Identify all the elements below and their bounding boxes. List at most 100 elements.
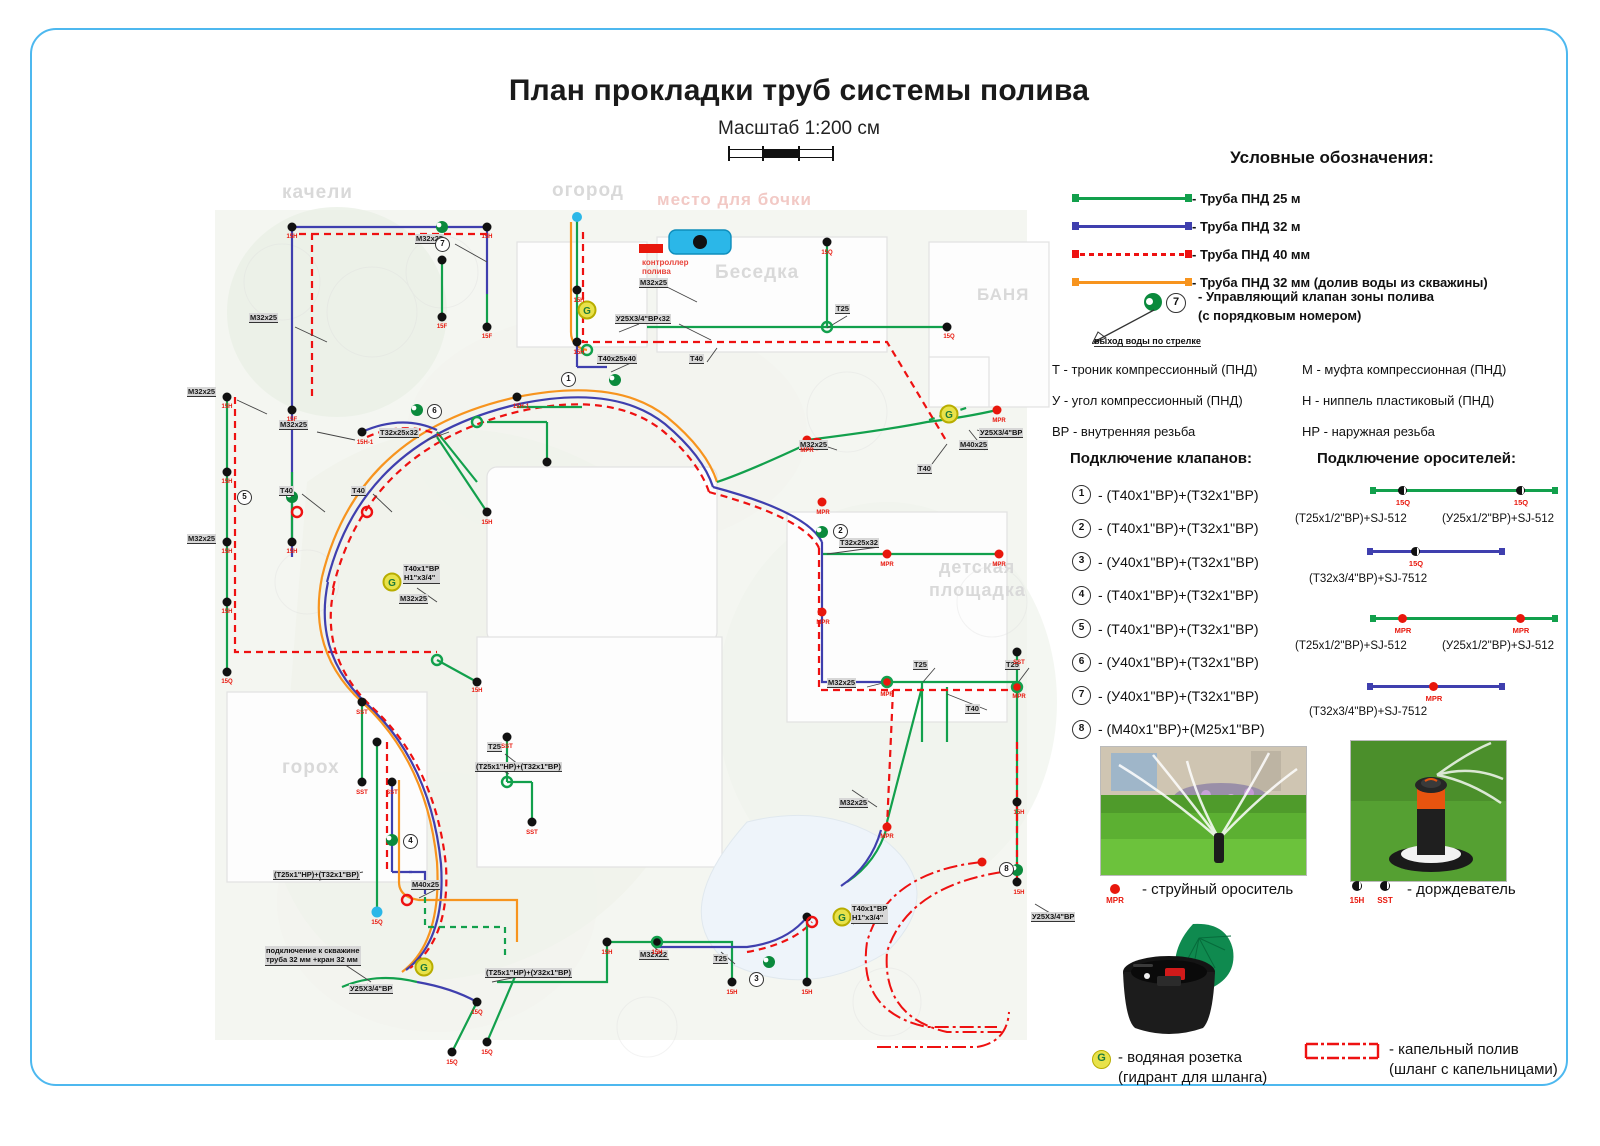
valve-row-text: - (У40х1"ВР)+(Т32х1"ВР): [1098, 654, 1259, 671]
pipe-tag: М32х25: [827, 678, 857, 688]
head-label: SST: [386, 790, 398, 796]
valve-number-3[interactable]: 3: [749, 972, 764, 987]
sst-marker-icon: [1380, 881, 1390, 891]
sprinkler-marker-label: MPR: [1512, 626, 1530, 635]
pipe-tag: Т40: [689, 354, 704, 364]
valve-row-number: 7: [1072, 686, 1091, 706]
legend-label: - Труба ПНД 25 м: [1192, 190, 1301, 206]
head-label: 15F: [436, 324, 448, 330]
valve-row-text: - (Т40х1"ВР)+(Т32х1"ВР): [1098, 620, 1259, 637]
abbr-m: М - муфта компрессионная (ПНД): [1302, 362, 1507, 377]
sprinkler-note: (Т32х3/4"ВР)+SJ-7512: [1309, 573, 1428, 585]
sprinkler-diagram-blue-15q: 15Q: [1367, 543, 1505, 568]
head-label: 15H: [221, 609, 233, 615]
sprinkler-marker-label: MPR: [1425, 694, 1443, 703]
head-label: 15Q: [821, 250, 833, 256]
valve-connection-row: 6- (У40х1"ВР)+(Т32х1"ВР): [1072, 646, 1312, 680]
sprinkler-marker-label: MPR: [1394, 626, 1412, 635]
pipe-tag: Т25: [1005, 660, 1020, 670]
plot-label: площадка: [929, 580, 1026, 600]
head-label: 15Q: [943, 334, 955, 340]
plot-label: БАНЯ: [977, 285, 1030, 304]
photo-valve-box: [1107, 920, 1267, 1045]
drip-caption: - капельный полив (шланг с капельницами): [1389, 1040, 1558, 1079]
head-label: MPR: [880, 692, 894, 698]
head-label: 15Q: [446, 1060, 458, 1066]
fitting-note: У25Х3/4"ВР: [979, 428, 1024, 439]
abbr-row: Т - троник компрессионный (ПНД) М - муфт…: [1052, 362, 1592, 377]
pipe-tag: М40х25: [959, 440, 989, 450]
fitting-note: (Т25х1"НР)+(Т32х1"ВР): [273, 870, 360, 881]
abbr-vr: ВР - внутренняя резьба: [1052, 424, 1196, 439]
head-label: MPR: [816, 510, 830, 516]
pipe-tag: М32х25: [249, 313, 279, 323]
legend-swatch-blue: [1072, 220, 1192, 232]
sprinkler-marker-label: 15Q: [1395, 498, 1411, 507]
plot-label: качели: [282, 182, 353, 203]
head-label: 15Q: [371, 920, 383, 926]
hydrant-icon: G: [1092, 1050, 1111, 1069]
sprinkler-note: (Т25х1/2"ВР)+SJ-512: [1295, 640, 1407, 652]
mpr-marker-icon: [1110, 884, 1120, 894]
pipe-tag: Т40: [351, 486, 366, 496]
sprinkler-diagram-green-mpr: MPR MPR: [1370, 610, 1558, 635]
head-label: 15H: [221, 549, 233, 555]
head-label: 15H: [601, 950, 613, 956]
sprinkler-marker-label: 15Q: [1408, 559, 1424, 568]
legend-row-pipe32-well: - Труба ПНД 32 мм (долив воды из скважин…: [1072, 268, 1592, 296]
head-label: SST: [501, 744, 513, 750]
drip-caption-line1: - капельный полив: [1389, 1041, 1519, 1058]
head-label: 15H: [481, 234, 493, 240]
legend-valve-line1: - Управляющий клапан зоны полива: [1198, 289, 1434, 304]
head-label: SST: [526, 830, 538, 836]
valve-row-text: - (М40х1"ВР)+(М25х1"ВР): [1098, 721, 1265, 738]
fitting-note: У25Х3/4"ВР: [349, 984, 394, 995]
valve-number-4[interactable]: 4: [403, 834, 418, 849]
sprinkler-marker-label: 15Q: [1513, 498, 1529, 507]
legend-swatch-red-dashed: [1072, 248, 1192, 260]
valve-row-number: 4: [1072, 585, 1091, 605]
head-label: 15F: [481, 334, 493, 340]
abbr-n: Н - ниппель пластиковый (ПНД): [1302, 393, 1495, 408]
valve-connection-row: 8- (М40х1"ВР)+(М25х1"ВР): [1072, 713, 1312, 747]
head-label: 15Q: [481, 1050, 493, 1056]
valve-number-6[interactable]: 6: [427, 404, 442, 419]
water-direction-arrow-icon: [1092, 309, 1155, 344]
pipe-tag: М32х25: [839, 798, 869, 808]
pipe-tag: М32х25: [415, 234, 445, 244]
pipe-tag: Т40: [917, 464, 932, 474]
head-label: 15H: [651, 950, 663, 956]
valve-number-5[interactable]: 5: [237, 490, 252, 505]
valve-number-8[interactable]: 8: [999, 862, 1014, 877]
valve-row-text: - (Т40х1"ВР)+(Т32х1"ВР): [1098, 587, 1259, 604]
sprinkler-diagram-blue-mpr: MPR: [1367, 678, 1505, 703]
head-label: SST: [1013, 660, 1025, 666]
head-label: 15H: [573, 350, 585, 356]
valve-connection-row: 2- (Т40х1"ВР)+(Т32х1"ВР): [1072, 512, 1312, 546]
head-label: 15H: [221, 404, 233, 410]
sprinkler-note: (Т32х3/4"ВР)+SJ-7512: [1309, 706, 1428, 718]
svg-text:G: G: [838, 913, 846, 924]
valve-number-7[interactable]: 7: [435, 237, 450, 252]
valve-number-2[interactable]: 2: [833, 524, 848, 539]
sst-marker-label: SST: [1377, 896, 1393, 905]
plot-label: огород: [552, 180, 624, 201]
pipe-tag: М32х25: [799, 440, 829, 450]
legend-title: Условные обозначения:: [1230, 148, 1434, 167]
head-label: 15F: [286, 417, 298, 423]
abbr-u: У - угол компрессионный (ПНД): [1052, 393, 1243, 408]
site-plan-map[interactable]: .g{stroke:#12a04c;stroke-width:2.2;fill:…: [187, 180, 1076, 1066]
drip-caption-line2: (шланг с капельницами): [1389, 1060, 1558, 1078]
photo-stream-sprinkler: [1100, 746, 1307, 876]
valve-row-text: - (У40х1"ВР)+(Т32х1"ВР): [1098, 687, 1259, 704]
head-label: 15H: [1013, 810, 1025, 816]
valve-connection-row: 1- (Т40х1"ВР)+(Т32х1"ВР): [1072, 478, 1312, 512]
plot-label: Беседка: [715, 262, 800, 283]
abbr-row: У - угол компрессионный (ПНД) Н - ниппел…: [1052, 393, 1592, 408]
valve-number-1[interactable]: 1: [561, 372, 576, 387]
fitting-note: Т40х25х40: [597, 354, 637, 365]
valve-connections-list: 1- (Т40х1"ВР)+(Т32х1"ВР) 2- (Т40х1"ВР)+(…: [1072, 478, 1312, 746]
fitting-note: (Т25х1"НР)+(Т32х1"ВР): [475, 762, 562, 773]
pipe-tag: Т40: [965, 704, 980, 714]
